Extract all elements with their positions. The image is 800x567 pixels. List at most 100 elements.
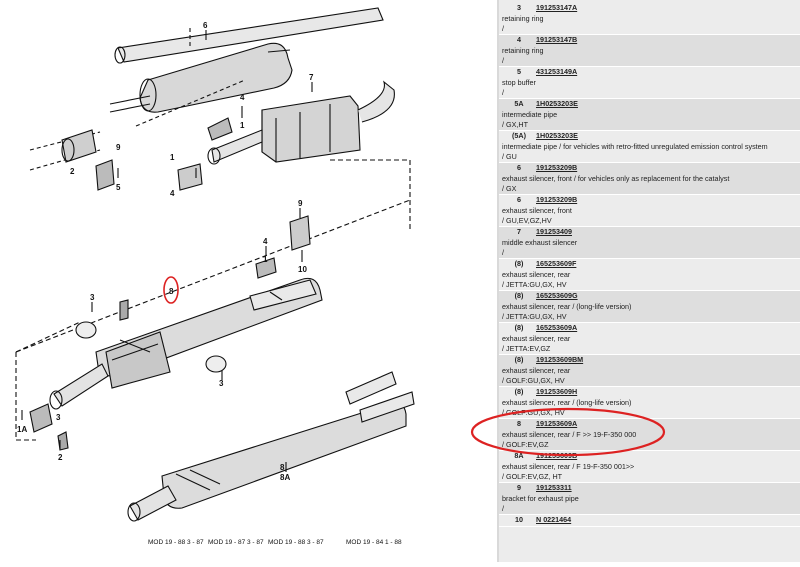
part-description: exhaust silencer, rear / (long-life vers… (502, 397, 632, 407)
part-number-link[interactable]: 431253149A (536, 67, 578, 76)
part-description: exhaust silencer, rear / F >> 19-F-350 0… (502, 429, 637, 439)
model-applicability: / JETTA:GU,GX, HV (502, 280, 567, 289)
model-applicability: / (502, 24, 504, 33)
model-applicability: / (502, 88, 504, 97)
diagram-callout: 3 (90, 293, 95, 302)
model-applicability: / GX,HT (502, 120, 528, 129)
part-number-link[interactable]: 191253609A (536, 419, 578, 428)
diagram-callout: 4 (240, 93, 245, 102)
position-number: (8) (514, 259, 524, 268)
position-number: 10 (515, 515, 523, 524)
part-description: middle exhaust silencer (502, 237, 578, 247)
position-number: (8) (514, 355, 524, 364)
part-number-link[interactable]: 165253609A (536, 323, 578, 332)
part-description: bracket for exhaust pipe (502, 493, 579, 503)
panel-divider (497, 0, 499, 562)
model-applicability: / GOLF:EV,GZ, HT (502, 472, 563, 481)
diagram-callout: 5 (116, 183, 121, 192)
parts-list-row: 10 N 0221464 (499, 515, 800, 527)
diagram-callout: 4 (263, 237, 268, 246)
diagram-callout: 1 (240, 121, 245, 130)
diagram-footer-label: MOD 19 - 88 3 - 87 (148, 539, 204, 546)
diagram-callout: 2 (70, 167, 75, 176)
part-number-link[interactable]: N 0221464 (536, 515, 572, 524)
part-number-link[interactable]: 191253609H (536, 387, 578, 396)
part-number-link[interactable]: 1H0253203E (536, 131, 578, 140)
diagram-callout: 1 (170, 153, 175, 162)
exploded-parts-diagram: 6 7 4 1 1 9 2 5 4 9 4 1 10 3 8 3 1A 2 3 … (15, 7, 415, 546)
position-number: (8) (514, 387, 524, 396)
diagram-footer-label: MOD 19 - 87 3 - 87 (208, 539, 264, 546)
part-description: exhaust silencer, rear / (long-life vers… (502, 301, 632, 311)
part-number-link[interactable]: 191253609B (536, 451, 578, 460)
part-number-link[interactable]: 165253609F (536, 259, 577, 268)
part-description: intermediate pipe / for vehicles with re… (502, 141, 768, 151)
diagram-callout: 4 (170, 189, 175, 198)
diagram-footer-label: MOD 19 - 84 1 - 88 (346, 539, 402, 546)
diagram-callout: 9 (116, 143, 121, 152)
part-description: intermediate pipe (502, 109, 558, 119)
part-description: exhaust silencer, front (502, 205, 572, 215)
position-number: 5 (517, 67, 521, 76)
part-description: retaining ring (502, 45, 544, 55)
model-applicability: / GX (502, 184, 517, 193)
part-number-link[interactable]: 165253609G (536, 291, 578, 300)
part-number-link[interactable]: 191253409 (536, 227, 572, 236)
model-applicability: / (502, 56, 504, 65)
position-number: 9 (517, 483, 521, 492)
exhaust-system-drawing: 6 7 4 1 1 9 2 5 4 9 4 1 10 3 8 3 1A 2 3 … (15, 7, 415, 546)
model-applicability: / GU (502, 152, 517, 161)
position-number: (8) (514, 291, 524, 300)
part-number-link[interactable]: 191253147B (536, 35, 578, 44)
diagram-callout: 1A (17, 425, 27, 434)
diagram-footer-label: MOD 19 - 88 3 - 87 (268, 539, 324, 546)
position-number: 6 (517, 163, 521, 172)
diagram-callout: 8A (280, 473, 290, 482)
part-description: exhaust silencer, rear (502, 269, 571, 279)
diagram-callout: 8 (280, 463, 285, 472)
diagram-callout: 2 (58, 453, 63, 462)
part-description: exhaust silencer, rear (502, 365, 571, 375)
model-applicability: / (502, 504, 504, 513)
position-number: 8 (517, 419, 521, 428)
position-number: (8) (514, 323, 524, 332)
diagram-callout: 3 (219, 379, 224, 388)
position-number: (5A) (512, 131, 526, 140)
part-description: exhaust silencer, rear / F 19-F-350 001>… (502, 461, 635, 471)
model-applicability: / GU,EV,GZ,HV (502, 216, 552, 225)
part-number-link[interactable]: 191253209B (536, 195, 578, 204)
position-number: 4 (517, 35, 521, 44)
position-number: 6 (517, 195, 521, 204)
model-applicability: / (502, 248, 504, 257)
part-description: retaining ring (502, 13, 544, 23)
position-number: 7 (517, 227, 521, 236)
part-number-link[interactable]: 191253311 (536, 483, 572, 492)
part-description: exhaust silencer, front / for vehicles o… (502, 173, 730, 183)
part-number-link[interactable]: 191253147A (536, 3, 578, 12)
part-number-link[interactable]: 1H0253203E (536, 99, 578, 108)
model-applicability: / GOLF:GU,GX, HV (502, 408, 565, 417)
diagram-callout: 1 (263, 255, 268, 264)
model-applicability: / JETTA:EV,GZ (502, 344, 551, 353)
diagram-callout: 10 (298, 265, 307, 274)
model-applicability: / GOLF:EV,GZ (502, 440, 549, 449)
diagram-callout: 8 (169, 287, 174, 296)
part-number-link[interactable]: 191253609BM (536, 355, 584, 364)
model-applicability: / JETTA:GU,GX, HV (502, 312, 567, 321)
position-number: 5A (514, 99, 524, 108)
part-description: exhaust silencer, rear (502, 333, 571, 343)
part-number-link[interactable]: 191253209B (536, 163, 578, 172)
